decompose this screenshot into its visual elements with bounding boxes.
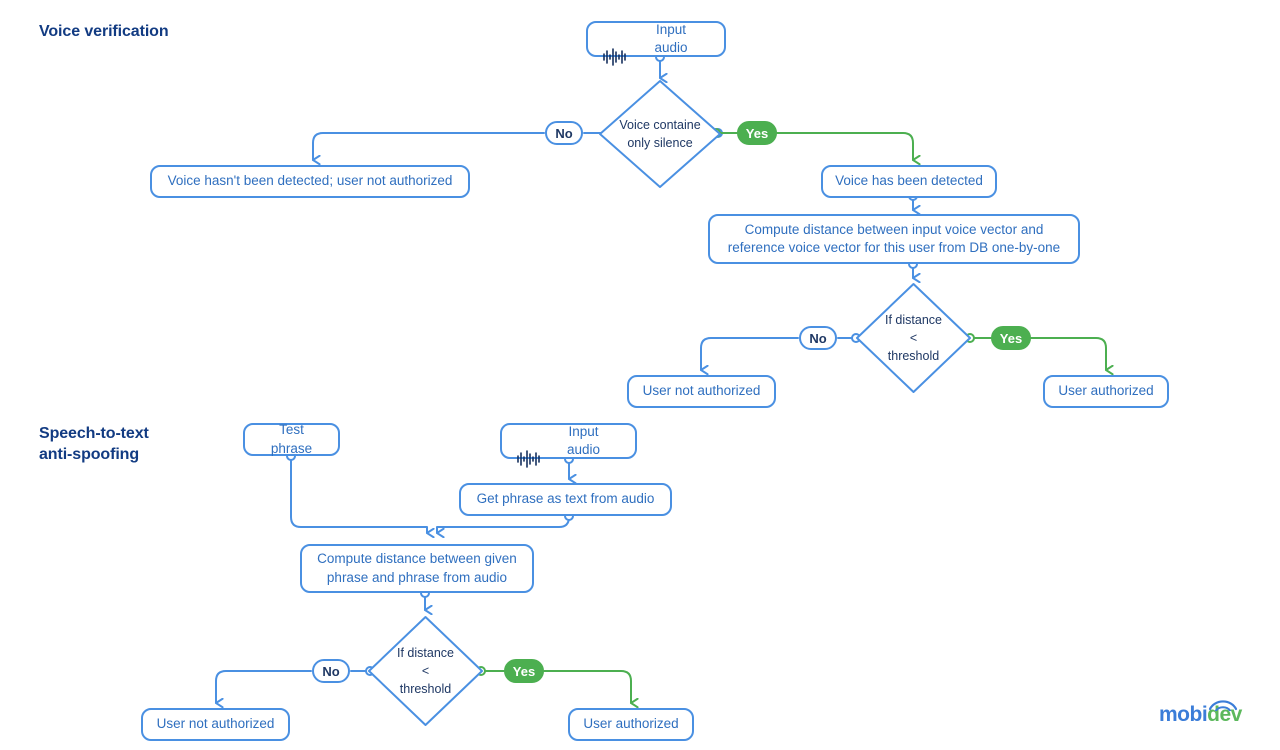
diamond-shape <box>368 616 483 726</box>
decision-label: Voice containe only silence <box>619 117 701 150</box>
decision-distance-threshold-voice[interactable]: If distance < threshold <box>854 281 973 395</box>
branch-badge-no-threshold-phrase[interactable]: No <box>312 659 350 683</box>
node-label: Test phrase <box>270 422 313 456</box>
node-label: Get phrase as text from audio <box>476 491 655 507</box>
node-user-authorized-phrase[interactable]: User authorized <box>568 708 694 741</box>
badge-label: No <box>322 663 340 679</box>
badge-label: Yes <box>999 330 1023 346</box>
decision-voice-contains-only-silence[interactable]: Voice containe only silence <box>597 78 723 190</box>
node-label: Voice has been detected <box>835 173 983 189</box>
audio-waveform-icon <box>516 432 542 469</box>
wifi-arc-icon <box>1208 693 1238 717</box>
logo-text-primary: mobi <box>1159 703 1208 726</box>
node-label: Compute distance between given phrase an… <box>317 551 517 585</box>
node-input-audio-voice[interactable]: Input audio <box>586 21 726 67</box>
badge-label: Yes <box>745 125 769 141</box>
node-compute-voice-vector-distance[interactable]: Compute distance between input voice vec… <box>708 214 1080 264</box>
node-user-not-authorized-phrase[interactable]: User not authorized <box>141 708 290 741</box>
branch-badge-yes-threshold-phrase[interactable]: Yes <box>504 659 544 683</box>
node-test-phrase[interactable]: Test phrase <box>243 422 340 456</box>
node-voice-not-detected[interactable]: Voice hasn't been detected; user not aut… <box>150 165 470 198</box>
badge-label: No <box>809 330 827 346</box>
branch-badge-no-threshold-voice[interactable]: No <box>799 326 837 350</box>
node-compute-phrase-distance[interactable]: Compute distance between given phrase an… <box>300 544 534 593</box>
node-label: Compute distance between input voice vec… <box>727 221 1061 255</box>
node-user-authorized-voice[interactable]: User authorized <box>1043 375 1169 408</box>
diamond-shape <box>599 80 721 188</box>
logo-text-secondary: dev <box>1207 703 1242 726</box>
branch-badge-yes-threshold-voice[interactable]: Yes <box>991 326 1031 350</box>
node-label: User authorized <box>583 716 679 732</box>
node-label: Input audio <box>566 423 601 457</box>
node-label: Input audio <box>654 21 688 55</box>
mobidev-logo: mobidev <box>1159 700 1242 727</box>
node-voice-detected[interactable]: Voice has been detected <box>821 165 997 198</box>
decision-label: If distance < threshold <box>397 645 454 697</box>
node-input-audio-antispoofing[interactable]: Input audio <box>500 423 637 469</box>
badge-label: No <box>555 125 573 141</box>
node-user-not-authorized-voice[interactable]: User not authorized <box>627 375 776 408</box>
node-label: Voice hasn't been detected; user not aut… <box>167 173 453 189</box>
audio-waveform-icon <box>602 30 628 67</box>
node-get-phrase-as-text[interactable]: Get phrase as text from audio <box>459 483 672 516</box>
node-label: User not authorized <box>156 716 275 732</box>
badge-label: Yes <box>512 663 536 679</box>
branch-badge-yes-silence[interactable]: Yes <box>737 121 777 145</box>
node-label: User not authorized <box>642 383 761 399</box>
node-label: User authorized <box>1058 383 1154 399</box>
section-title-voice-verification: Voice verification <box>39 23 169 40</box>
branch-badge-no-silence[interactable]: No <box>545 121 583 145</box>
diamond-shape <box>856 283 971 393</box>
decision-label: If distance < threshold <box>885 312 942 364</box>
section-title-speech-to-text-anti-spoofing: Speech-to-text anti-spoofing <box>39 425 149 463</box>
decision-distance-threshold-phrase[interactable]: If distance < threshold <box>366 614 485 728</box>
